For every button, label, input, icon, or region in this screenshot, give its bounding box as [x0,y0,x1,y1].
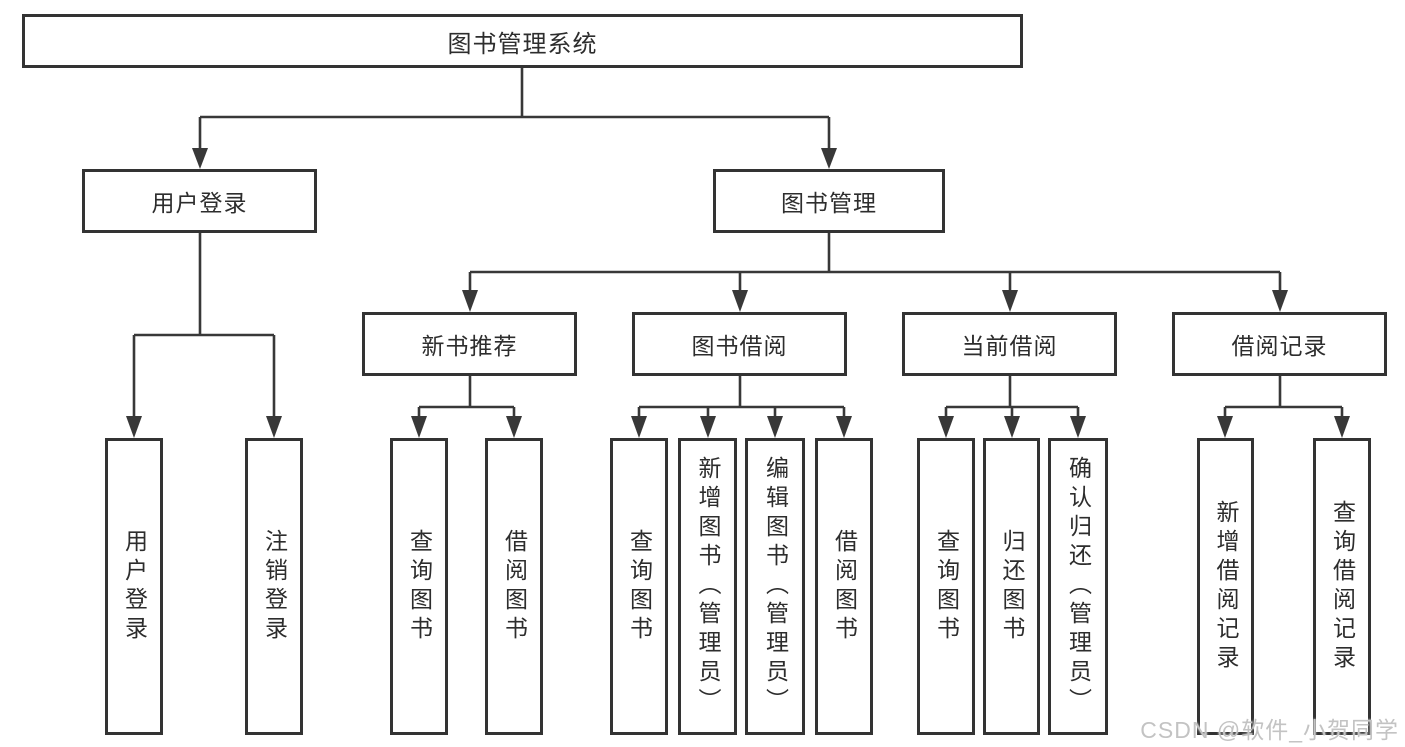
node-label: 编辑图书（管理员） [762,456,789,717]
node-borrow-books: 借阅图书 [815,438,873,735]
node-borrow-books-recommend: 借阅图书 [485,438,543,735]
node-return-book: 归还图书 [983,438,1040,735]
connector-book-management-branch [462,233,1288,312]
node-label: 查询借阅记录 [1329,499,1356,674]
node-book-management: 图书管理 [713,169,945,233]
node-label: 用户登录 [121,528,148,645]
node-label: 图书管理系统 [447,30,598,58]
connector-borrow-records-branch [1217,376,1350,438]
node-add-book-admin: 新增图书（管理员） [678,438,737,735]
node-label: 新书推荐 [421,333,518,359]
connector-new-book-branch [411,376,522,438]
node-edit-book-admin: 编辑图书（管理员） [745,438,805,735]
node-label: 当前借阅 [961,333,1058,359]
node-logout: 注销登录 [245,438,303,735]
node-confirm-return-admin: 确认归还（管理员） [1048,438,1108,735]
node-label: 用户登录 [151,190,248,216]
node-label: 图书借阅 [691,333,788,359]
connector-current-borrow-branch [938,376,1086,438]
node-label: 新增图书（管理员） [695,456,721,717]
node-label: 新增借阅记录 [1213,499,1239,674]
node-label: 查询图书 [406,528,433,645]
node-library-system: 图书管理系统 [22,14,1023,68]
node-label: 确认归还（管理员） [1065,456,1092,717]
node-query-books-recommend: 查询图书 [390,438,448,735]
node-current-borrow: 当前借阅 [902,312,1117,376]
node-label: 图书管理 [781,190,877,216]
node-query-borrow-record: 查询借阅记录 [1313,438,1371,735]
node-label: 查询图书 [933,528,960,645]
node-query-books-borrow: 查询图书 [610,438,668,735]
node-label: 借阅记录 [1231,333,1328,359]
node-add-borrow-record: 新增借阅记录 [1197,438,1254,735]
connector-root-to-level2 [192,68,837,169]
node-user-login-action: 用户登录 [105,438,163,735]
node-book-borrow: 图书借阅 [632,312,847,376]
node-label: 归还图书 [999,528,1025,645]
node-query-books-current: 查询图书 [917,438,975,735]
connector-user-login-branch [126,233,282,438]
node-borrow-records: 借阅记录 [1172,312,1387,376]
connector-book-borrow-branch [631,376,852,438]
node-label: 查询图书 [626,528,653,645]
node-label: 借阅图书 [831,528,858,645]
node-label: 注销登录 [261,528,288,645]
watermark: CSDN @软件_小贺同学 [1140,717,1399,743]
node-user-login: 用户登录 [82,169,317,233]
node-new-book-recommend: 新书推荐 [362,312,577,376]
node-label: 借阅图书 [501,528,528,645]
